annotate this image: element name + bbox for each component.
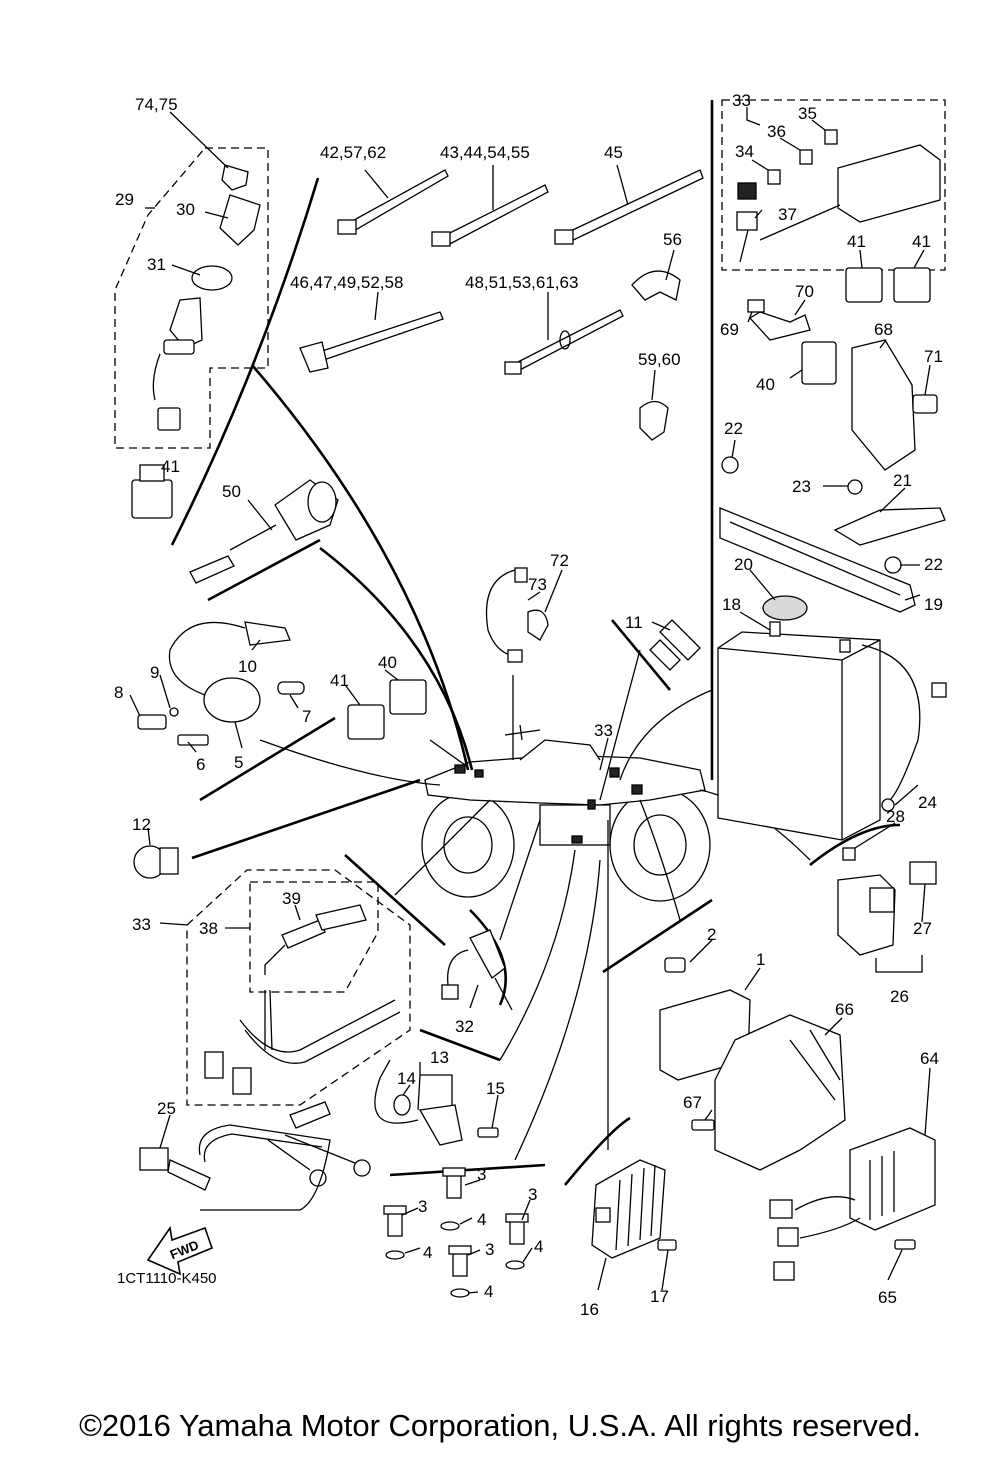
callout-2: 2	[707, 925, 716, 944]
callout-25: 25	[157, 1099, 176, 1118]
callout-72: 72	[550, 551, 569, 570]
callout-40: 40	[756, 375, 775, 394]
harness-assembly	[204, 904, 401, 1095]
callout-69: 69	[720, 320, 739, 339]
battery-assembly	[717, 456, 947, 841]
callout-39: 39	[282, 889, 301, 908]
callout-32: 32	[455, 1017, 474, 1036]
rectifier-regulator	[591, 1159, 677, 1259]
callout-20: 20	[734, 555, 753, 574]
callout-41: 41	[847, 232, 866, 251]
callout-36: 36	[767, 122, 786, 141]
callout-33: 33	[132, 915, 151, 934]
fuse-box-assembly	[736, 129, 941, 471]
callout-numbers: 74,75 29 30 31 41 42,57,62 43,44,54,55 4…	[114, 91, 943, 1319]
callout-6: 6	[196, 755, 205, 774]
callout-9: 9	[150, 663, 159, 682]
socket-assembly	[189, 479, 339, 584]
cable-ties	[299, 169, 704, 441]
callout-73: 73	[528, 575, 547, 594]
callout-1: 1	[756, 950, 765, 969]
callout-29: 29	[115, 190, 134, 209]
callout-65: 65	[878, 1288, 897, 1307]
callout-lines	[170, 100, 901, 1186]
neutral-switch	[441, 929, 513, 1011]
callout-68: 68	[874, 320, 893, 339]
battery-lead	[139, 1124, 371, 1211]
callout-64: 64	[920, 1049, 939, 1068]
callout-16: 16	[580, 1300, 599, 1319]
callout-56: 56	[663, 230, 682, 249]
callout-42-57-62: 42,57,62	[320, 143, 386, 162]
callout-14: 14	[397, 1069, 416, 1088]
thermo-sender	[133, 845, 179, 879]
callout-4: 4	[423, 1243, 432, 1262]
callout-66: 66	[835, 1000, 854, 1019]
callout-74-75: 74,75	[135, 95, 178, 114]
atv-illustration	[421, 724, 711, 902]
callout-17: 17	[650, 1287, 669, 1306]
callout-23: 23	[792, 477, 811, 496]
callout-46-47-49-52-58: 46,47,49,52,58	[290, 273, 403, 292]
callout-11: 11	[625, 613, 643, 632]
callout-10: 10	[238, 657, 257, 676]
callout-38: 38	[199, 919, 218, 938]
callout-37: 37	[778, 205, 797, 224]
speed-sensor	[289, 1059, 499, 1146]
callout-3: 3	[477, 1165, 486, 1184]
copyright-notice: ©2016 Yamaha Motor Corporation, U.S.A. A…	[79, 1408, 921, 1443]
callout-26: 26	[890, 987, 909, 1006]
fwd-arrow-icon: FWD	[146, 1225, 214, 1276]
callout-30: 30	[176, 200, 195, 219]
callout-19: 19	[924, 595, 943, 614]
diagram-code: 1CT1110-K450	[117, 1270, 217, 1287]
callout-41: 41	[912, 232, 931, 251]
callout-43-44-54-55: 43,44,54,55	[440, 143, 530, 162]
callout-13: 13	[430, 1048, 449, 1067]
callout-35: 35	[798, 104, 817, 123]
callout-40: 40	[378, 653, 397, 672]
main-switch-assembly	[131, 164, 261, 519]
spark-plug	[649, 619, 701, 671]
callout-21: 21	[893, 471, 912, 490]
callout-22: 22	[724, 419, 743, 438]
callout-5: 5	[234, 753, 243, 772]
sensor-assembly	[485, 567, 549, 663]
callout-41: 41	[161, 457, 180, 476]
callout-70: 70	[795, 282, 814, 301]
leader-lines	[129, 107, 931, 1294]
callout-8: 8	[114, 683, 123, 702]
callout-15: 15	[486, 1079, 505, 1098]
callout-22: 22	[924, 555, 943, 574]
callout-3: 3	[418, 1197, 427, 1216]
callout-18: 18	[722, 595, 741, 614]
callout-50: 50	[222, 482, 241, 501]
group-outlines	[114, 99, 946, 1106]
callout-3: 3	[485, 1240, 494, 1259]
callout-41: 41	[330, 671, 349, 690]
callout-45: 45	[604, 143, 623, 162]
callout-28: 28	[886, 807, 905, 826]
callout-3: 3	[528, 1185, 537, 1204]
bolts-and-washers	[383, 1167, 529, 1298]
callout-24: 24	[918, 793, 937, 812]
callout-4: 4	[484, 1282, 493, 1301]
callout-71: 71	[924, 347, 943, 366]
callout-33: 33	[594, 721, 613, 740]
resistor-assembly	[137, 621, 427, 746]
callout-34: 34	[735, 142, 754, 161]
starter-relay	[837, 847, 937, 973]
callout-27: 27	[913, 919, 932, 938]
callout-12: 12	[132, 815, 151, 834]
ecu-assembly	[659, 957, 936, 1281]
callout-7: 7	[302, 707, 311, 726]
callout-31: 31	[147, 255, 166, 274]
callout-67: 67	[683, 1093, 702, 1112]
callout-4: 4	[477, 1210, 486, 1229]
callout-33: 33	[732, 91, 751, 110]
callout-48-51-53-61-63: 48,51,53,61,63	[465, 273, 578, 292]
callout-59-60: 59,60	[638, 350, 681, 369]
callout-4: 4	[534, 1237, 543, 1256]
